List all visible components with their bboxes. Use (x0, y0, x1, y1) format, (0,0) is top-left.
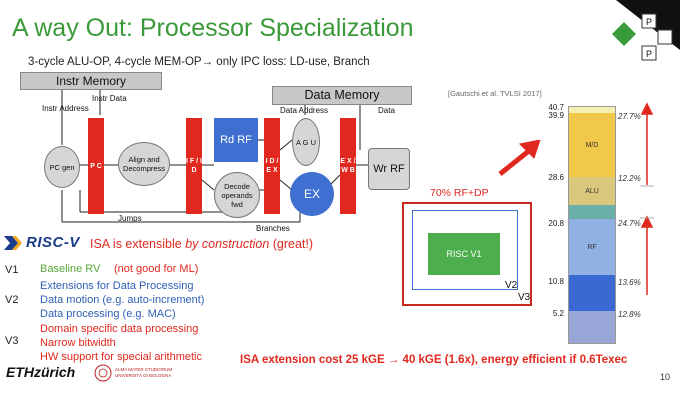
instr-memory-box: Instr Memory (20, 72, 162, 90)
pc-register: P C (88, 118, 104, 214)
seg-label-md: M/D (585, 141, 599, 149)
v3-tag: V3 (5, 335, 19, 347)
stack-seg-rf: RF (569, 219, 615, 275)
svg-text:P: P (646, 17, 652, 27)
isa-statement-c: (great!) (269, 237, 314, 251)
pipeline-wires (61, 88, 368, 223)
v1-tag: V1 (5, 264, 19, 276)
v1-note: (not good for ML) (114, 263, 199, 275)
risc-v1-box: RISC V1 (428, 233, 500, 275)
data-address-label: Data Address (280, 106, 329, 115)
corner-logo-icon: P P (596, 0, 680, 72)
v2-tag: V2 (5, 294, 19, 306)
v3-line-0: Domain specific data processing (40, 323, 199, 335)
pc-gen-block: PC gen (44, 146, 80, 188)
ytick-5-2: 5.2 (552, 309, 564, 318)
ytick-28-6: 28.6 (548, 173, 564, 182)
v1-baseline: Baseline RV (40, 263, 101, 275)
slide-subtitle: 3-cycle ALU-OP, 4-cycle MEM-OP→ only IPC… (28, 56, 370, 68)
seg-label-rf: RF (587, 243, 597, 251)
citation: [Gautschi et al. TVLSI 2017] (448, 89, 542, 98)
branches-label: Branches (256, 224, 290, 233)
align-decompress-block: Align and Decompress (118, 142, 170, 186)
isa-statement-a: ISA is extensible (90, 237, 186, 251)
stack-bar: M/D ALU RF (568, 106, 616, 344)
agu-block: A G U (292, 118, 320, 166)
id-ex-register: I D / E X (264, 118, 280, 214)
ytick-40-7: 40.7 (548, 103, 564, 112)
extension-cost-text: ISA extension cost 25 kGE → 40 kGE (1.6x… (240, 354, 628, 366)
riscv-logo-text: RISC-V (26, 234, 80, 251)
v2-line-2: Data processing (e.g. MAC) (40, 308, 176, 320)
v3-area-box (402, 202, 532, 306)
riscv-chevron-icon (4, 236, 22, 250)
pct-rf: 24.7% (618, 219, 641, 228)
wr-rf-block: Wr RF (368, 148, 410, 190)
decode-block: Decode operands fwd (214, 172, 260, 218)
slide-title: A way Out: Processor Specialization (12, 14, 414, 42)
pct-alu: 12.2% (618, 174, 641, 183)
unibo-seal-icon (94, 364, 112, 382)
v2-label: V2 (505, 280, 518, 291)
stack-seg-teal (569, 205, 615, 219)
rd-rf-block: Rd RF (214, 118, 258, 162)
seg-label-alu: ALU (585, 187, 599, 195)
jumps-label: Jumps (118, 214, 142, 223)
isa-statement: ISA is extensible by construction (great… (90, 237, 313, 251)
data-label: Data (378, 106, 395, 115)
area-stack-chart: M/D ALU RF 40.7 39.9 28.6 20.8 10.8 5.2 … (536, 100, 680, 346)
pipeline-diagram: Instr Memory Data Memory Instr Data Inst… (0, 0, 420, 240)
if-id-register: I F / I D (186, 118, 202, 214)
v3-line-1: Narrow bitwidth (40, 337, 116, 349)
eth-logo-text: ETHzürich (6, 364, 76, 380)
stack-seg-md: M/D (569, 113, 615, 177)
v3-label: V3 (518, 292, 531, 303)
v2-line-0: Extensions for Data Processing (40, 280, 194, 292)
stack-seg-base (569, 311, 615, 343)
ytick-39-9: 39.9 (548, 111, 564, 120)
stack-seg-alu: ALU (569, 177, 615, 205)
stack-seg-top (569, 107, 615, 113)
growth-arrows-icon (640, 102, 654, 295)
stack-seg-blue (569, 275, 615, 311)
v3-line-2: HW support for special arithmetic (40, 351, 202, 363)
v2-area-box (412, 210, 518, 290)
unibo-text: ALMA MATER STUDIORUM UNIVERSITÀ DI BOLOG… (115, 367, 173, 378)
page-number: 10 (660, 372, 671, 382)
v2-line-1: Data motion (e.g. auto-increment) (40, 294, 205, 306)
rf-dp-label: 70% RF+DP (430, 187, 489, 199)
pct-base: 12.8% (618, 310, 641, 319)
instr-address-label: Instr Address (42, 104, 89, 113)
instr-data-label: Instr Data (92, 94, 127, 103)
ex-wb-register: E X / W B (340, 118, 356, 214)
ytick-10-8: 10.8 (548, 277, 564, 286)
isa-statement-b: by construction (185, 237, 270, 251)
diagonal-arrow-icon (498, 140, 541, 176)
pct-md: 27.7% (618, 112, 641, 121)
pct-blue: 13.6% (618, 278, 641, 287)
ex-block: EX (290, 172, 334, 216)
ytick-20-8: 20.8 (548, 219, 564, 228)
svg-text:P: P (646, 49, 652, 59)
data-memory-box: Data Memory (272, 86, 412, 105)
